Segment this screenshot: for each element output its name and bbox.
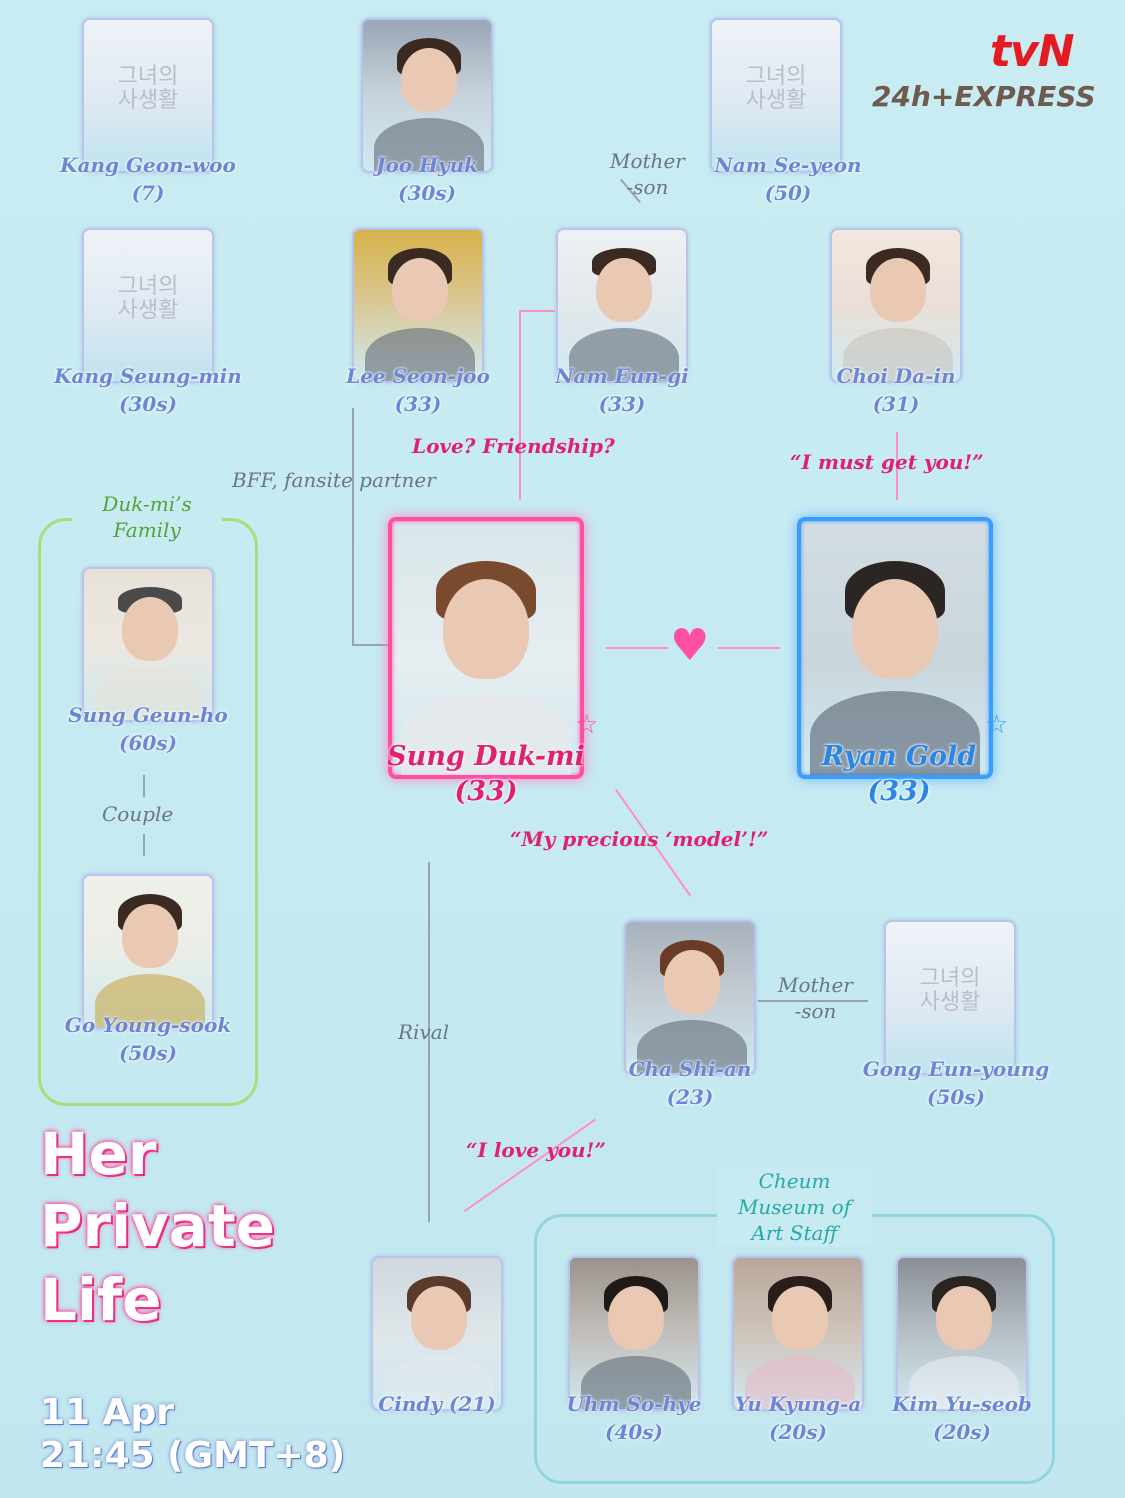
air-time: 21:45 (GMT+8) <box>40 1435 346 1476</box>
bff-line <box>352 408 354 646</box>
card-choi-da-in <box>830 228 962 383</box>
card-nam-eun-gi <box>556 228 688 383</box>
relation-precious-model: “My precious ‘model’!” <box>510 827 769 851</box>
card-kim-yu-seob <box>896 1256 1028 1411</box>
card-joo-hyuk <box>361 18 493 173</box>
age-yu-kyung-a: (20s) <box>768 1420 828 1444</box>
relation-mother-son-2: Mother -son <box>778 973 853 1023</box>
card-cha-shi-an <box>624 920 756 1075</box>
show-title-line-3: Life <box>40 1266 162 1334</box>
relation-bff: BFF, fansite partner <box>232 468 436 492</box>
relation-mother-son-1: Mother -son <box>610 149 685 199</box>
love-friend-line-v <box>519 310 521 500</box>
main-love-line-left <box>606 647 668 649</box>
bff-line-foot <box>352 644 388 646</box>
relation-love-you: “I love you!” <box>466 1138 606 1162</box>
age-go-young-sook: (50s) <box>118 1041 178 1065</box>
card-sung-geun-ho <box>82 567 214 722</box>
relation-couple: Couple <box>102 802 174 826</box>
name-kang-geon-woo: Kang Geon-woo <box>60 153 236 177</box>
must-get-line <box>896 432 898 500</box>
couple-line-top <box>143 775 145 797</box>
age-nam-se-yeon: (50) <box>764 181 812 205</box>
name-kim-yu-seob: Kim Yu-seob <box>892 1392 1032 1416</box>
museum-group-title: Cheum Museum of Art Staff <box>717 1168 872 1246</box>
age-joo-hyuk: (30s) <box>397 181 457 205</box>
age-sung-duk-mi: (33) <box>454 776 518 807</box>
love-you-line <box>463 1118 597 1212</box>
couple-line-bottom <box>143 834 145 856</box>
card-ryan-gold <box>797 517 993 779</box>
relation-love-friendship: Love? Friendship? <box>412 434 615 458</box>
name-cha-shi-an: Cha Shi-an <box>628 1057 752 1081</box>
name-ryan-gold: Ryan Gold <box>821 741 977 772</box>
show-title-line-2: Private <box>40 1192 276 1260</box>
name-choi-da-in: Choi Da-in <box>836 364 956 388</box>
name-go-young-sook: Go Young-sook <box>64 1013 232 1037</box>
age-lee-seon-joo: (33) <box>394 392 442 416</box>
mother-son-2-line <box>758 1000 868 1002</box>
name-nam-se-yeon: Nam Se-yeon <box>714 153 862 177</box>
tvn-logo: tvN <box>990 26 1075 77</box>
heart-icon: ♥ <box>670 620 710 671</box>
name-sung-geun-ho: Sung Geun-ho <box>68 703 228 727</box>
name-gong-eun-young: Gong Eun-young <box>862 1057 1050 1081</box>
air-date: 11 Apr <box>40 1392 175 1433</box>
age-kim-yu-seob: (20s) <box>932 1420 992 1444</box>
age-cha-shi-an: (23) <box>666 1085 714 1109</box>
name-nam-eun-gi: Nam Eun-gi <box>555 364 689 388</box>
card-uhm-so-hye <box>568 1256 700 1411</box>
name-cindy: Cindy (21) <box>378 1392 496 1416</box>
name-uhm-so-hye: Uhm So-hye <box>566 1392 702 1416</box>
card-yu-kyung-a <box>732 1256 864 1411</box>
rival-line <box>428 862 430 1222</box>
age-choi-da-in: (31) <box>872 392 920 416</box>
age-nam-eun-gi: (33) <box>598 392 646 416</box>
main-love-line-right <box>718 647 780 649</box>
name-lee-seon-joo: Lee Seon-joo <box>346 364 490 388</box>
express-logo: 24h+EXPRESS <box>872 80 1096 113</box>
name-joo-hyuk: Joo Hyuk <box>375 153 479 177</box>
age-kang-geon-woo: (7) <box>131 181 165 205</box>
card-sung-duk-mi <box>388 517 584 779</box>
relation-must-get-you: “I must get you!” <box>790 450 984 474</box>
star-icon: ☆ <box>985 710 1009 740</box>
age-sung-geun-ho: (60s) <box>118 731 178 755</box>
age-kang-seung-min: (30s) <box>118 392 178 416</box>
relation-rival: Rival <box>398 1020 450 1044</box>
age-ryan-gold: (33) <box>867 776 931 807</box>
name-sung-duk-mi: Sung Duk-mi <box>387 741 585 772</box>
star-icon: ☆ <box>575 710 599 740</box>
name-kang-seung-min: Kang Seung-min <box>54 364 242 388</box>
family-group-title: Duk-mi’s Family <box>72 491 222 543</box>
age-gong-eun-young: (50s) <box>926 1085 986 1109</box>
card-lee-seon-joo <box>352 228 484 383</box>
show-title-line-1: Her <box>40 1120 157 1188</box>
age-uhm-so-hye: (40s) <box>604 1420 664 1444</box>
card-go-young-sook <box>82 874 214 1029</box>
card-cindy <box>371 1256 503 1411</box>
love-friend-line-h <box>519 310 555 312</box>
name-yu-kyung-a: Yu Kyung-a <box>734 1392 862 1416</box>
